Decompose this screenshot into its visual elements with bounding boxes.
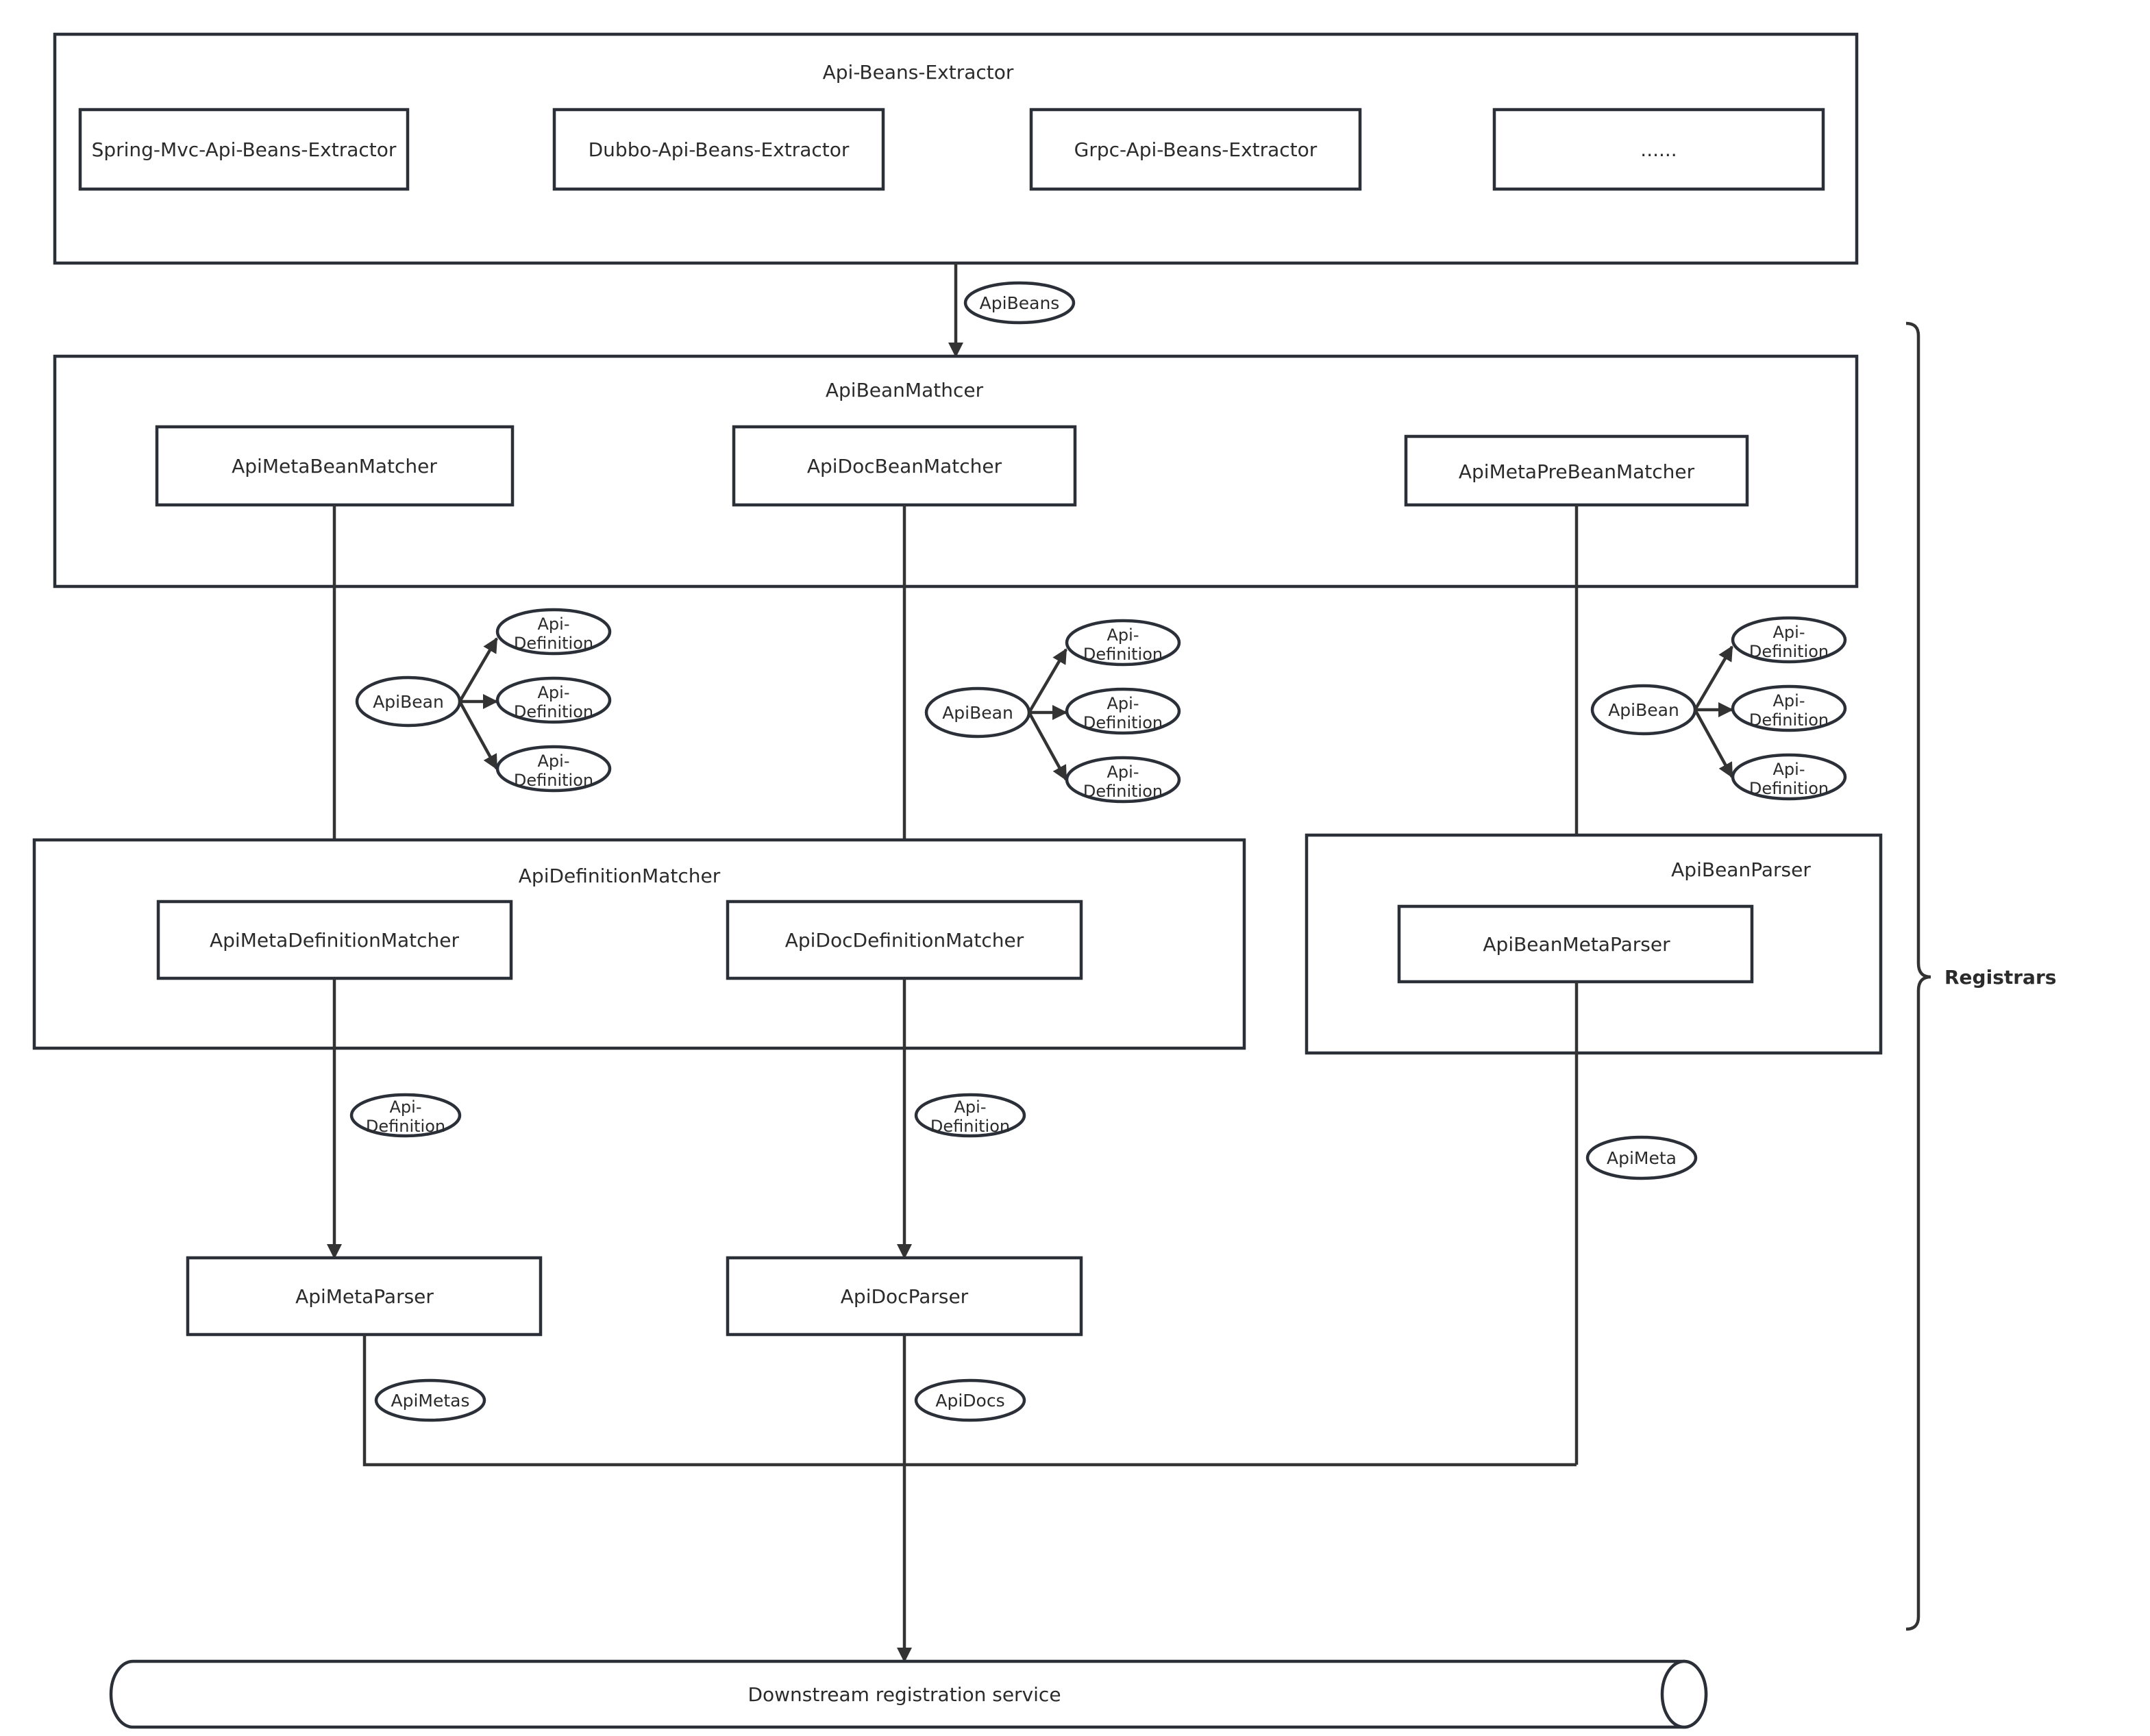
api-definition-label: Definition (1749, 642, 1829, 661)
api-beans-label: ApiBeans (980, 293, 1060, 313)
api-definition-label: Definition (514, 702, 593, 721)
api-bean-meta-parser: ApiBeanMetaParser (1483, 933, 1670, 956)
grpc-extractor: Grpc-Api-Beans-Extractor (1074, 138, 1318, 161)
api-bean-label: ApiBean (373, 692, 444, 712)
more-extractors: ...... (1640, 138, 1677, 161)
api-definition-label: Definition (1083, 713, 1163, 732)
definition-matcher-group: ApiDefinitionMatcher ApiMetaDefinitionMa… (32, 838, 1246, 1050)
api-definition-label: Api- (538, 615, 570, 634)
bean-matcher-group: ApiBeanMathcer ApiMetaBeanMatcher ApiDoc… (53, 354, 1859, 588)
api-definition-label: Api- (1107, 625, 1139, 645)
api-definition-label: Api- (1107, 694, 1139, 713)
extractor-group: Api-Beans-Extractor Spring-Mvc-Api-Beans… (53, 32, 1859, 265)
bean-parser-group: ApiBeanParser ApiBeanMetaParser (1305, 833, 1883, 1055)
extractor-title: Api-Beans-Extractor (823, 61, 1014, 84)
api-doc-bean-matcher: ApiDocBeanMatcher (807, 455, 1002, 478)
api-definition-label: Api- (1773, 623, 1805, 642)
api-definition-label: Definition (1083, 782, 1163, 801)
api-meta-parser: ApiMetaParser (295, 1285, 434, 1308)
api-bean-fanout-2: ApiBean Api- Definition Api- Definition … (924, 619, 1181, 804)
api-metas-label: ApiMetas (391, 1391, 469, 1411)
api-docs-label: ApiDocs (935, 1391, 1004, 1411)
api-definition-label: Definition (514, 771, 593, 790)
dubbo-extractor: Dubbo-Api-Beans-Extractor (589, 138, 850, 161)
api-bean-fanout-1: ApiBean Api- Definition Api- Definition … (355, 608, 612, 793)
api-definition-label: Definition (1749, 710, 1829, 730)
api-definition-label: Api- (538, 752, 570, 771)
api-bean-label: ApiBean (942, 703, 1013, 723)
api-meta-pre-bean-matcher: ApiMetaPreBeanMatcher (1459, 460, 1695, 483)
api-definition-label: Definition (930, 1117, 1010, 1136)
downstream-label: Downstream registration service (747, 1683, 1061, 1706)
bean-parser-title: ApiBeanParser (1671, 858, 1811, 881)
api-definition-label: Api- (1773, 691, 1805, 710)
registrars-brace: Registrars (1905, 321, 2056, 1631)
api-definition-label: Api- (954, 1098, 987, 1117)
api-definition-label: Api- (1107, 762, 1139, 782)
definition-matcher-title: ApiDefinitionMatcher (519, 865, 721, 887)
api-definition-label: Definition (1749, 779, 1829, 798)
registrars-label: Registrars (1944, 966, 2056, 989)
api-definition-label: Api- (538, 683, 570, 702)
spring-mvc-extractor: Spring-Mvc-Api-Beans-Extractor (92, 138, 397, 161)
downstream-service: Downstream registration service (109, 1659, 1708, 1729)
api-meta-label: ApiMeta (1607, 1148, 1677, 1168)
api-definition-label: Api- (1773, 760, 1805, 779)
api-definition-label: Api- (390, 1098, 422, 1117)
api-definition-label: Definition (514, 634, 593, 653)
api-meta-bean-matcher: ApiMetaBeanMatcher (232, 455, 437, 478)
api-doc-parser: ApiDocParser (841, 1285, 969, 1308)
meta-parser-merge-line (362, 1335, 1577, 1467)
api-bean-fanout-3: ApiBean Api- Definition Api- Definition … (1590, 616, 1847, 801)
api-definition-label: Definition (1083, 645, 1163, 664)
api-definition-label: Definition (366, 1117, 445, 1136)
api-meta-definition-matcher: ApiMetaDefinitionMatcher (210, 929, 459, 952)
api-bean-label: ApiBean (1608, 700, 1679, 720)
api-doc-definition-matcher: ApiDocDefinitionMatcher (785, 929, 1024, 952)
bean-matcher-title: ApiBeanMathcer (826, 379, 984, 401)
